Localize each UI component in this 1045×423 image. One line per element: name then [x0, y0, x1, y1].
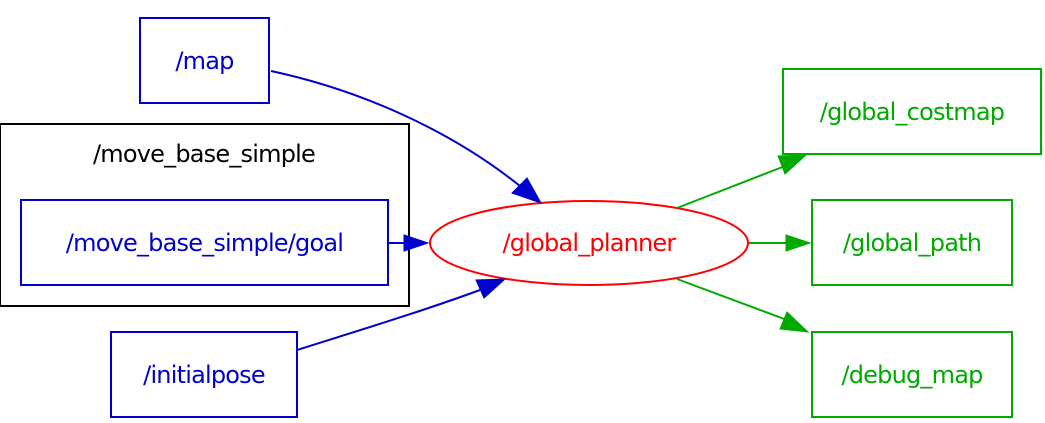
- edge-initialpose-line: [296, 289, 481, 351]
- node-global-planner-label: /global_planner: [503, 229, 677, 257]
- topic-global-costmap[interactable]: /global_costmap: [782, 68, 1042, 155]
- topic-global-costmap-box[interactable]: [782, 68, 1042, 155]
- arrowhead-debug-map: [779, 311, 810, 333]
- topic-global-path-box[interactable]: [811, 199, 1013, 286]
- node-global-planner-ellipse[interactable]: [429, 200, 749, 286]
- edge-initialpose-to-planner: [296, 278, 507, 351]
- namespace-group-move-base-simple: /move_base_simple: [0, 123, 410, 307]
- edge-map-line: [270, 70, 521, 187]
- edge-map-to-planner: [270, 70, 543, 204]
- topic-global-path[interactable]: /global_path: [811, 199, 1013, 286]
- topic-initialpose-label: /initialpose: [143, 361, 265, 389]
- topic-map[interactable]: /map: [139, 17, 270, 104]
- edge-planner-to-costmap: [676, 154, 808, 209]
- node-global-planner[interactable]: /global_planner: [429, 200, 749, 286]
- arrowhead-costmap: [777, 154, 808, 175]
- topic-goal-box[interactable]: [20, 199, 389, 286]
- topic-initialpose[interactable]: /initialpose: [110, 331, 298, 418]
- topic-global-path-label: /global_path: [843, 229, 981, 257]
- arrowhead-map: [511, 177, 543, 204]
- edge-goal-to-planner: [389, 234, 430, 252]
- arrowhead-global-path: [785, 234, 812, 252]
- group-box: [0, 123, 410, 307]
- topic-map-label: /map: [175, 47, 233, 75]
- topic-move-base-simple-goal[interactable]: /move_base_simple/goal: [20, 199, 389, 286]
- topic-map-box[interactable]: [139, 17, 270, 104]
- topic-debug-map-box[interactable]: [811, 331, 1013, 418]
- arrowhead-goal: [403, 234, 430, 252]
- topic-goal-label: /move_base_simple/goal: [66, 229, 343, 257]
- edge-planner-to-global-path: [749, 234, 812, 252]
- topic-debug-map[interactable]: /debug_map: [811, 331, 1013, 418]
- edge-debug-map-line: [676, 278, 788, 321]
- topic-global-costmap-label: /global_costmap: [820, 98, 1004, 126]
- arrowhead-initialpose: [475, 278, 507, 299]
- topic-initialpose-box[interactable]: [110, 331, 298, 418]
- edge-planner-to-debug-map: [676, 278, 810, 333]
- topic-debug-map-label: /debug_map: [841, 361, 982, 389]
- group-label: /move_base_simple: [93, 140, 315, 168]
- edge-costmap-line: [676, 165, 786, 209]
